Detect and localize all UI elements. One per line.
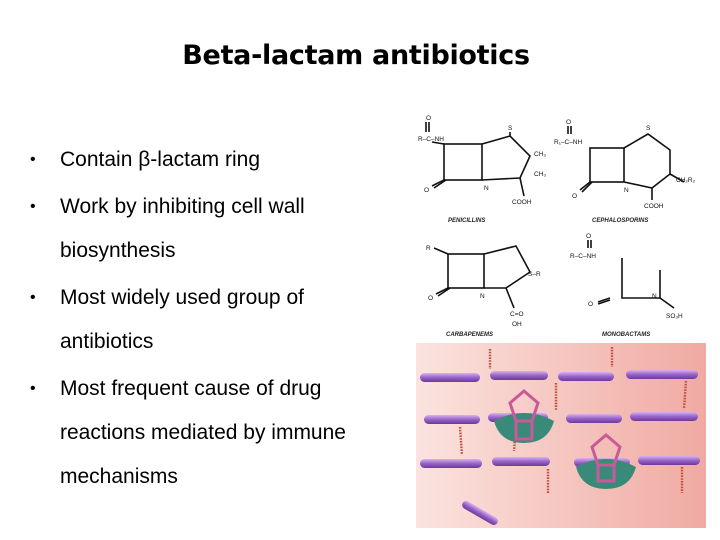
cephalosporin-acid-label: COOH [644,203,664,210]
cephalosporin-carbonyl-label: O [566,119,571,126]
bullet-item: • Most frequent cause of drug reactions … [30,367,410,499]
penicillin-methyl-label: CH₃ [534,171,546,178]
monobactam-sulfonate-label: SO₃H [666,313,683,320]
antibiotic-molecule [508,389,622,483]
bullet-text: Work by inhibiting cell wall [60,195,305,218]
bullet-dot: • [30,380,36,397]
bullet-dot: • [30,289,36,306]
penicillin-ring-oxygen-label: O [424,187,429,194]
antibiotic-enzyme-complex [494,389,636,489]
carbapenem-carbonyl-label: C=O [510,311,524,318]
bullet-text: Most frequent cause of drug [60,377,322,400]
carbapenem-structure [433,245,532,309]
carbapenem-thio-label: S–R [528,271,541,278]
cephalosporin-side-chain-label: R₁–C–NH [554,139,583,146]
monobactam-ring-oxygen-label: O [588,301,593,308]
carbapenem-hydroxyl-label: OH [512,321,522,328]
bullet-text-continued: mechanisms [60,465,178,488]
bullet-text: Most widely used group of [60,286,304,309]
cephalosporin-substituent-label: CH₂R₂ [676,177,696,184]
cephalosporin-ring-oxygen-label: O [572,193,577,200]
carbapenems-caption: CARBAPENEMS [446,332,493,338]
bullet-dot: • [30,198,36,215]
monobactam-nitrogen-label: N [652,293,657,300]
beta-lactam-structures-figure: O R–C–NH O S N CH₃ CH₃ COOH O R₁–C–NH O … [418,115,696,338]
cephalosporin-structure [567,126,685,200]
enzyme-shape [494,413,636,489]
cephalosporin-nitrogen-label: N [624,187,629,194]
cell-wall-illustration [416,343,706,528]
penicillin-carbonyl-label: O [426,115,431,122]
penicillin-sulfur-label: S [508,125,513,132]
monobactam-structure [587,240,675,309]
penicillin-nitrogen-label: N [484,185,489,192]
bullet-list: • Contain β-lactam ring • Work by inhibi… [30,138,410,499]
carbapenem-ring-oxygen-label: O [428,295,433,302]
carbapenem-side-chain-label: R [426,245,431,252]
cephalosporin-sulfur-label: S [646,125,651,132]
bullet-text-continued: biosynthesis [60,239,176,262]
monobactam-carbonyl-label: O [586,233,591,240]
bullet-dot: • [30,151,36,168]
penicillin-structure [425,122,531,197]
bullet-text-continued: reactions mediated by immune [60,421,346,444]
penicillin-methyl-label: CH₃ [534,151,546,158]
bullet-text-continued: antibiotics [60,330,154,353]
monobactam-side-chain-label: R–C–NH [570,253,596,260]
bullet-text: Contain β-lactam ring [60,148,260,171]
penicillins-caption: PENICILLINS [448,218,485,224]
bullet-item: • Contain β-lactam ring [30,138,410,182]
carbapenem-nitrogen-label: N [480,293,485,300]
slide-title: Beta-lactam antibiotics [182,40,530,71]
cephalosporins-caption: CEPHALOSPORINS [592,218,648,224]
monobactams-caption: MONOBACTAMS [602,332,650,338]
penicillin-acid-label: COOH [512,199,532,206]
bullet-item: • Work by inhibiting cell wall biosynthe… [30,185,410,273]
bullet-item: • Most widely used group of antibiotics [30,276,410,364]
penicillin-side-chain-label: R–C–NH [418,136,444,143]
